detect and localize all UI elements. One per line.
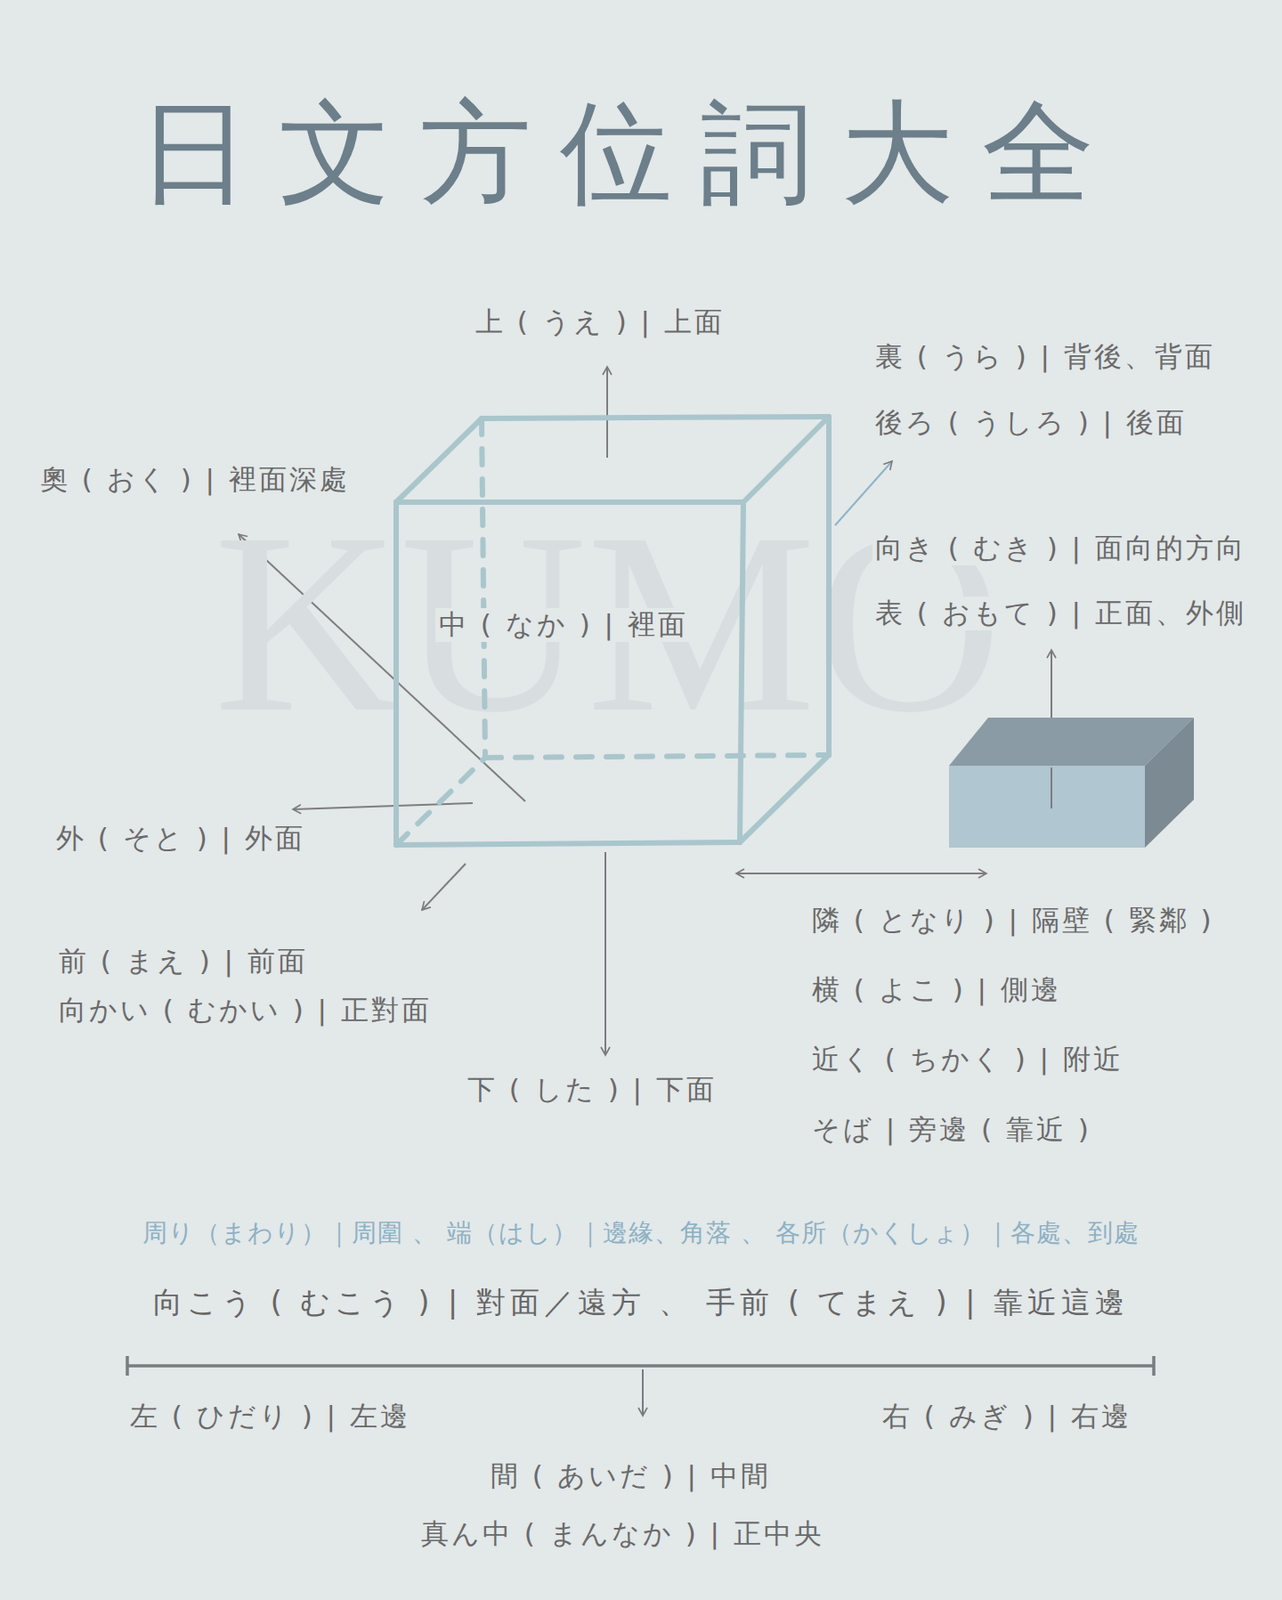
direction-label: 間 ( あいだ ) | 中間 <box>487 1459 774 1493</box>
direction-label: 下 ( した ) | 下面 <box>464 1072 720 1106</box>
direction-label: 左 ( ひだり ) | 左邊 <box>127 1399 414 1433</box>
direction-label: 向かい ( むかい ) | 正對面 <box>56 993 435 1027</box>
title: 日文方位詞大全 <box>137 91 1123 216</box>
direction-label: 裏 ( うら ) | 背後、背面 <box>872 340 1218 374</box>
cube-shape: 中 ( なか ) | 裡面 <box>392 413 833 850</box>
direction-label: 真ん中 ( まんなか ) | 正中央 <box>418 1517 828 1550</box>
direction-label: そば | 旁邊 ( 靠近 ) <box>809 1112 1095 1146</box>
direction-label: 表 ( おもて ) | 正面、外側 <box>872 596 1250 630</box>
extra-words: 周り（まわり）｜周圍 、 端（はし）｜邊緣、角落 、 各所（かくしょ）｜各處、到… <box>139 1217 1143 1249</box>
direction-label: 外 ( そと ) | 外面 <box>53 821 309 855</box>
direction-label: 近く ( ちかく ) | 附近 <box>809 1042 1127 1076</box>
cube-label: 中 ( なか ) | 裡面 <box>435 608 692 641</box>
direction-label: 横 ( よこ ) | 側邊 <box>809 973 1064 1007</box>
direction-label: 上 ( うえ ) | 上面 <box>472 305 728 339</box>
direction-label: 後ろ ( うしろ ) | 後面 <box>872 405 1190 439</box>
direction-label: 隣 ( となり ) | 隔壁 ( 緊鄰 ) <box>809 903 1218 937</box>
direction-label: 向き ( むき ) | 面向的方向 <box>872 531 1250 565</box>
extra-words: 向こう ( むこう ) | 對面／遠方 、 手前 ( てまえ ) | 靠近這邊 <box>150 1284 1132 1321</box>
direction-label: 右 ( みぎ ) | 右邊 <box>879 1399 1135 1433</box>
direction-label: 前 ( まえ ) | 前面 <box>56 944 311 978</box>
